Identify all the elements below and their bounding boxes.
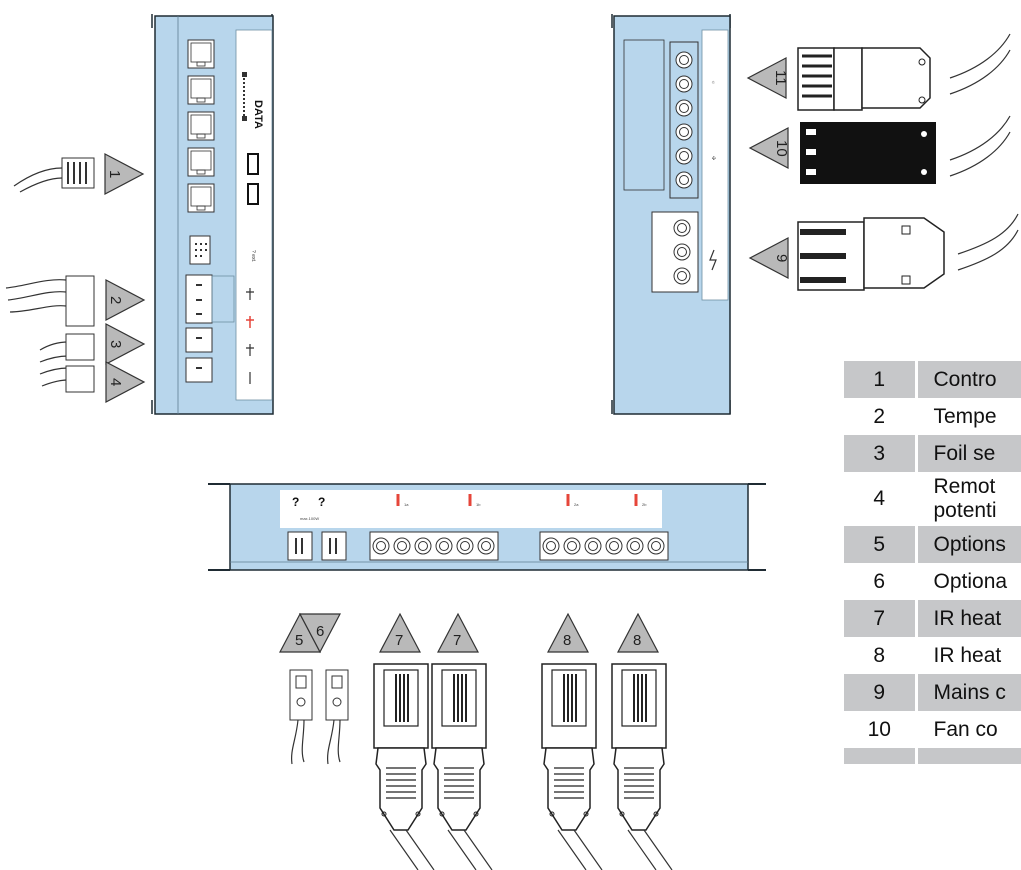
svg-text:✣: ✣	[710, 156, 716, 160]
heater-label-1a: 1a	[404, 502, 409, 507]
callout-7b: 7	[437, 612, 479, 653]
legend-text: Optiona	[914, 563, 1021, 600]
callout-9: 9	[748, 237, 790, 279]
callout-7a: 7	[379, 612, 421, 653]
callout-3: 3	[105, 323, 146, 365]
svg-text:3: 3	[107, 340, 124, 348]
legend-number: 3	[844, 435, 916, 472]
legend-row: 8 IR heat	[844, 637, 1021, 674]
svg-text:4: 4	[107, 378, 124, 386]
legend-number: 7	[844, 600, 916, 637]
svg-text:8: 8	[633, 632, 641, 649]
callout-11: 11	[746, 57, 789, 99]
legend-number: 8	[873, 643, 886, 667]
svg-text:2: 2	[107, 296, 124, 304]
heater-connector-8a	[541, 663, 603, 870]
heater-connector-7a	[373, 663, 435, 870]
svg-text:☼: ☼	[710, 80, 716, 85]
bottom-panel: ? ? max.100W 1a 1b 2a 2b	[208, 483, 766, 571]
legend-text: IR heat	[914, 637, 1021, 674]
legend-row: 4 Remot potenti	[844, 472, 1021, 526]
svg-text:? ext.: ? ext.	[250, 250, 256, 262]
legend-number: 6	[873, 569, 886, 593]
callout-4: 4	[105, 361, 146, 403]
callout-10: 10	[748, 127, 790, 169]
legend-row: 5 Options	[844, 526, 1021, 563]
svg-text:10: 10	[773, 140, 790, 157]
svg-text:1: 1	[106, 170, 123, 178]
svg-text:9: 9	[773, 254, 790, 262]
connector-10-plug	[800, 115, 1011, 184]
legend-number: 9	[844, 674, 916, 711]
callout-8a: 8	[547, 612, 589, 653]
svg-text:7: 7	[453, 632, 461, 649]
legend-text: Remot potenti	[914, 472, 1021, 526]
legend-text: Contro	[914, 361, 1021, 398]
left-panel: DATA ? ext.	[151, 14, 274, 415]
legend-text: Mains c	[914, 674, 1021, 711]
rj-port-column	[187, 39, 215, 213]
data-label: DATA	[252, 100, 264, 129]
legend-number: 10	[867, 717, 891, 741]
legend-row: 3 Foil se	[844, 435, 1021, 472]
heater-label-1b: 1b	[476, 502, 481, 507]
connector-11-plug	[797, 33, 1011, 111]
legend-row: 9 Mains c	[844, 674, 1021, 711]
fan-rating: max.100W	[300, 516, 319, 521]
svg-text:5: 5	[295, 632, 303, 649]
fan-label-2: ?	[318, 495, 325, 509]
heater-connector-7b	[431, 663, 493, 870]
legend-row: 2 Tempe	[844, 398, 1021, 435]
control-cable-plug	[13, 157, 95, 193]
callout-6: 6	[299, 613, 341, 654]
callout-2: 2	[105, 279, 146, 321]
legend-text: Options	[914, 526, 1021, 563]
callout-8b: 8	[617, 612, 659, 653]
optional-terminal-plugs	[289, 669, 349, 765]
legend-row: 6 Optiona	[844, 563, 1021, 600]
heater-label-2a: 2a	[574, 502, 579, 507]
legend-text: Tempe	[914, 398, 1021, 435]
svg-text:8: 8	[563, 632, 571, 649]
legend-row: 1 Contro	[844, 361, 1021, 398]
svg-text:7: 7	[395, 632, 403, 649]
legend-row: 10 Fan co	[844, 711, 1021, 748]
legend-text: Fan co	[914, 711, 1021, 748]
legend-number: 1	[844, 361, 916, 398]
fan-label-1: ?	[292, 495, 299, 509]
heater-label-2b: 2b	[642, 502, 647, 507]
callout-1: 1	[104, 153, 145, 195]
legend-row-cut	[844, 748, 1021, 764]
legend-table: 1 Contro 2 Tempe 3 Foil se 4 Remot poten…	[844, 361, 1021, 764]
legend-text: IR heat	[914, 600, 1021, 637]
legend-number: 5	[844, 526, 916, 563]
legend-row: 7 IR heat	[844, 600, 1021, 637]
heater-connector-8b	[611, 663, 673, 870]
terminal-plug-group	[5, 275, 95, 393]
svg-text:6: 6	[316, 623, 324, 640]
legend-text: Foil se	[914, 435, 1021, 472]
connector-9-plug	[797, 213, 1019, 291]
legend-number: 4	[873, 487, 886, 510]
right-panel: ☼ ✣	[611, 14, 731, 415]
svg-text:11: 11	[772, 70, 789, 86]
legend-number: 2	[873, 404, 886, 428]
